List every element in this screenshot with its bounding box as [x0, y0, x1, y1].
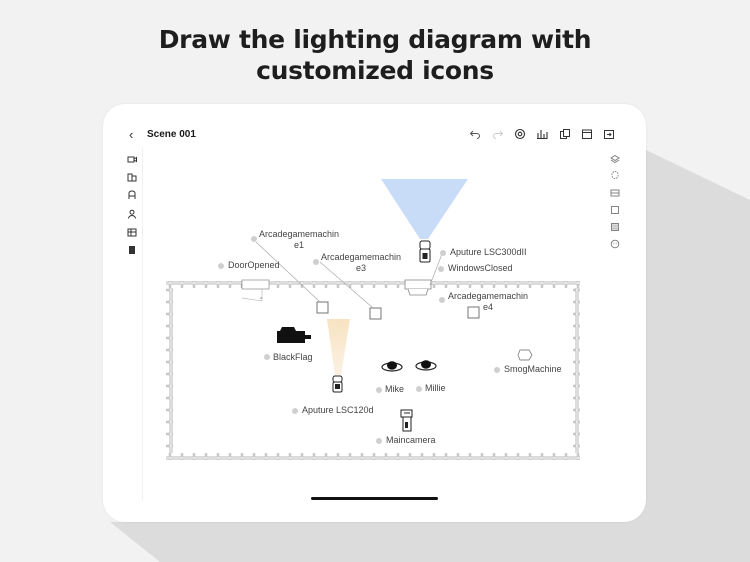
arcade-machine-3-icon[interactable] — [369, 307, 382, 320]
arcade-machine-1-icon[interactable] — [316, 301, 329, 314]
label-black-flag[interactable]: BlackFlag — [273, 352, 313, 362]
arcade-machine-4-icon[interactable] — [467, 306, 480, 319]
label-dot — [376, 387, 382, 393]
label-millie[interactable]: Millie — [425, 383, 446, 393]
actor-tool-icon[interactable] — [127, 190, 137, 200]
door-opened-icon[interactable] — [241, 279, 270, 302]
label-dot — [292, 408, 298, 414]
label-smog-machine[interactable]: SmogMachine — [504, 364, 562, 374]
label-dot — [494, 367, 500, 373]
label-arcade-1-line-1: Arcadegamemachin — [258, 229, 340, 239]
aputure-300-light-icon[interactable] — [419, 240, 431, 263]
redo-icon[interactable] — [492, 128, 504, 140]
layers-icon[interactable] — [610, 154, 620, 164]
camera-tool-icon[interactable] — [127, 154, 137, 164]
export-icon[interactable] — [603, 128, 615, 140]
label-dot — [264, 354, 270, 360]
label-arcade-3-line-1: Arcadegamemachin — [320, 252, 402, 262]
label-dot — [438, 266, 444, 272]
app-screen: ‹ Scene 001 — [122, 122, 626, 500]
label-dot — [440, 250, 446, 256]
label-arcade-4-line-2: e4 — [482, 302, 493, 312]
label-mike[interactable]: Mike — [385, 384, 405, 394]
set-tool-icon[interactable] — [127, 227, 137, 237]
square-icon[interactable] — [610, 205, 620, 215]
label-arcade-machine-4[interactable]: Arcadegamemachin e4 — [444, 291, 532, 313]
chart-icon[interactable] — [536, 128, 548, 140]
label-aputure-300[interactable]: Aputure LSC300dII — [450, 247, 527, 257]
label-dot — [376, 438, 382, 444]
undo-icon[interactable] — [469, 128, 481, 140]
actor-millie-icon[interactable] — [415, 360, 437, 371]
label-dot — [218, 263, 224, 269]
scene-title: Scene 001 — [147, 129, 196, 140]
home-indicator[interactable] — [311, 497, 438, 500]
label-door-opened[interactable]: DoorOpened — [228, 260, 280, 270]
rotate-icon[interactable] — [610, 170, 620, 180]
label-arcade-machine-3[interactable]: Arcadegamemachin e3 — [318, 252, 404, 274]
actor-mike-icon[interactable] — [381, 361, 403, 372]
right-toolbar — [608, 148, 626, 500]
label-arcade-3-line-2: e3 — [355, 263, 366, 273]
copy-icon[interactable] — [559, 128, 571, 140]
grip-tool-icon[interactable] — [127, 172, 137, 182]
top-bar: ‹ Scene 001 — [122, 122, 626, 148]
label-arcade-machine-1[interactable]: Arcadegamemachin e1 — [256, 229, 342, 251]
headline: Draw the lighting diagram with customize… — [0, 24, 750, 86]
label-dot — [439, 297, 445, 303]
left-toolbar — [122, 148, 143, 500]
aputure-120-light-icon[interactable] — [332, 375, 343, 393]
back-chevron-icon[interactable]: ‹ — [129, 127, 134, 142]
book-tool-icon[interactable] — [127, 245, 137, 255]
warm-light-beam — [327, 319, 350, 375]
at-icon[interactable] — [514, 128, 526, 140]
black-flag-icon[interactable] — [277, 327, 311, 343]
lighting-diagram-canvas[interactable] — [122, 122, 626, 500]
label-arcade-1-line-2: e1 — [293, 240, 304, 250]
headline-line-2: customized icons — [256, 56, 494, 85]
windows-closed-icon[interactable] — [404, 279, 432, 296]
label-dot — [416, 386, 422, 392]
smog-machine-icon[interactable] — [517, 349, 533, 361]
label-dot — [251, 236, 257, 242]
label-aputure-120[interactable]: Aputure LSC120d — [302, 405, 374, 415]
person-tool-icon[interactable] — [127, 209, 137, 219]
blue-light-beam — [381, 179, 468, 239]
label-dot — [313, 259, 319, 265]
headline-line-1: Draw the lighting diagram with — [158, 25, 592, 54]
pattern-icon[interactable] — [610, 222, 620, 232]
smiley-icon[interactable] — [610, 239, 620, 249]
calendar-icon[interactable] — [581, 128, 593, 140]
room-walls — [166, 281, 580, 460]
main-camera-icon[interactable] — [400, 409, 413, 432]
label-main-camera[interactable]: Maincamera — [386, 435, 436, 445]
grid-icon[interactable] — [610, 188, 620, 198]
label-arcade-4-line-1: Arcadegamemachin — [447, 291, 529, 301]
label-windows-closed[interactable]: WindowsClosed — [448, 263, 513, 273]
